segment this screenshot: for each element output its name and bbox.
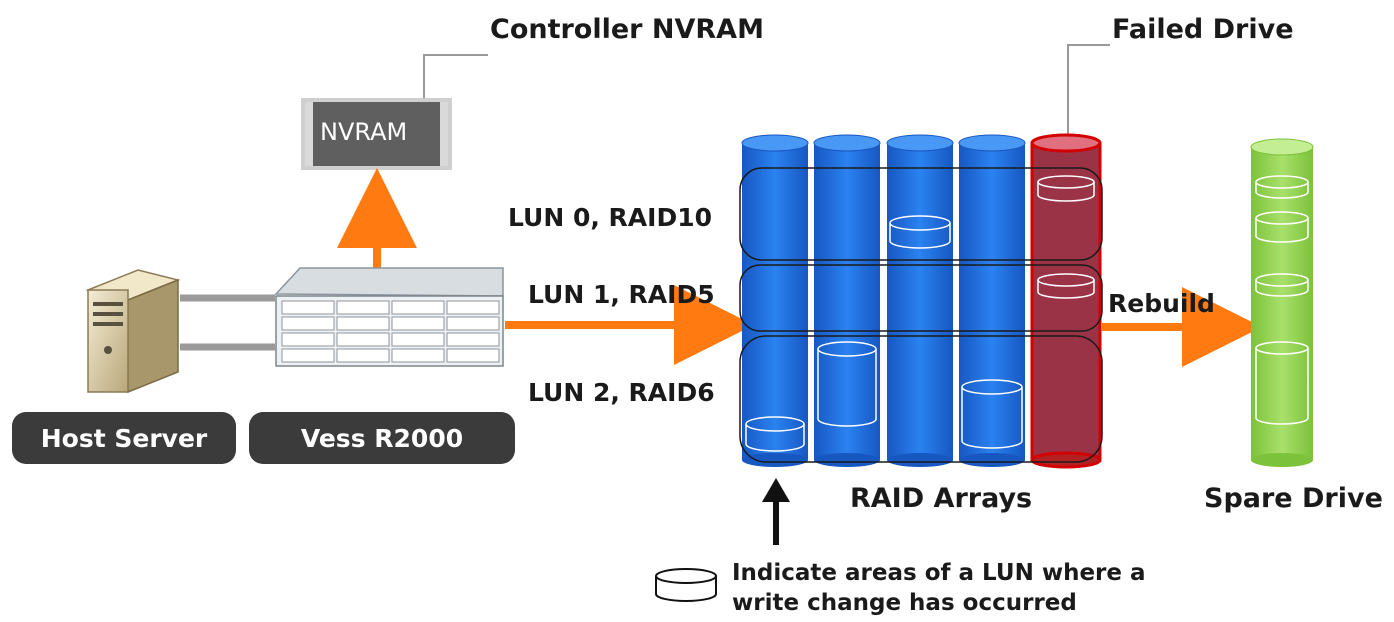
nvram-module-icon <box>301 98 452 170</box>
drive-failed <box>1030 133 1102 469</box>
spare-drive-label: Spare Drive <box>1204 483 1383 514</box>
disk-cylinder-icon <box>1037 175 1095 202</box>
lun-bands <box>739 167 1103 463</box>
disk-cylinder-icon <box>889 215 951 249</box>
legend-text-line2: write change has occurred <box>732 590 1077 616</box>
storage-enclosure-icon <box>274 267 504 367</box>
drive-1 <box>741 134 809 467</box>
vess-label: Vess R2000 <box>249 412 515 464</box>
failed-drive-callout-line <box>1067 44 1110 140</box>
lun0-band <box>739 167 1103 261</box>
write-change-areas <box>745 175 1095 452</box>
spare-drive-icon <box>1250 138 1314 467</box>
drive-2 <box>813 134 881 467</box>
nvram-label: NVRAM <box>320 118 408 146</box>
disk-cylinder-icon <box>1037 273 1095 299</box>
raid-arrays-label: RAID Arrays <box>850 483 1033 514</box>
rebuild-label: Rebuild <box>1108 289 1215 318</box>
lun2-label: LUN 2, RAID6 <box>528 378 715 407</box>
lun1-band <box>739 264 1103 332</box>
disk-cylinder-icon <box>961 379 1023 449</box>
failed-drive-label: Failed Drive <box>1112 14 1294 45</box>
server-tower-icon <box>85 269 181 394</box>
host-server-label: Host Server <box>12 412 236 464</box>
disk-cylinder-icon <box>745 416 805 452</box>
lun2-band <box>739 335 1103 463</box>
controller-nvram-label: Controller NVRAM <box>490 14 764 45</box>
lun1-label: LUN 1, RAID5 <box>528 280 715 309</box>
raid-drives <box>741 133 1102 469</box>
disk-cylinder-icon <box>817 341 877 427</box>
nvram-callout-line <box>423 54 488 98</box>
legend-arrow <box>762 478 790 545</box>
lun0-label: LUN 0, RAID10 <box>508 203 713 232</box>
legend-text-line1: Indicate areas of a LUN where a <box>732 560 1146 586</box>
drive-3 <box>886 134 954 467</box>
disk-cylinder-icon <box>655 568 717 602</box>
drive-4 <box>958 134 1026 467</box>
